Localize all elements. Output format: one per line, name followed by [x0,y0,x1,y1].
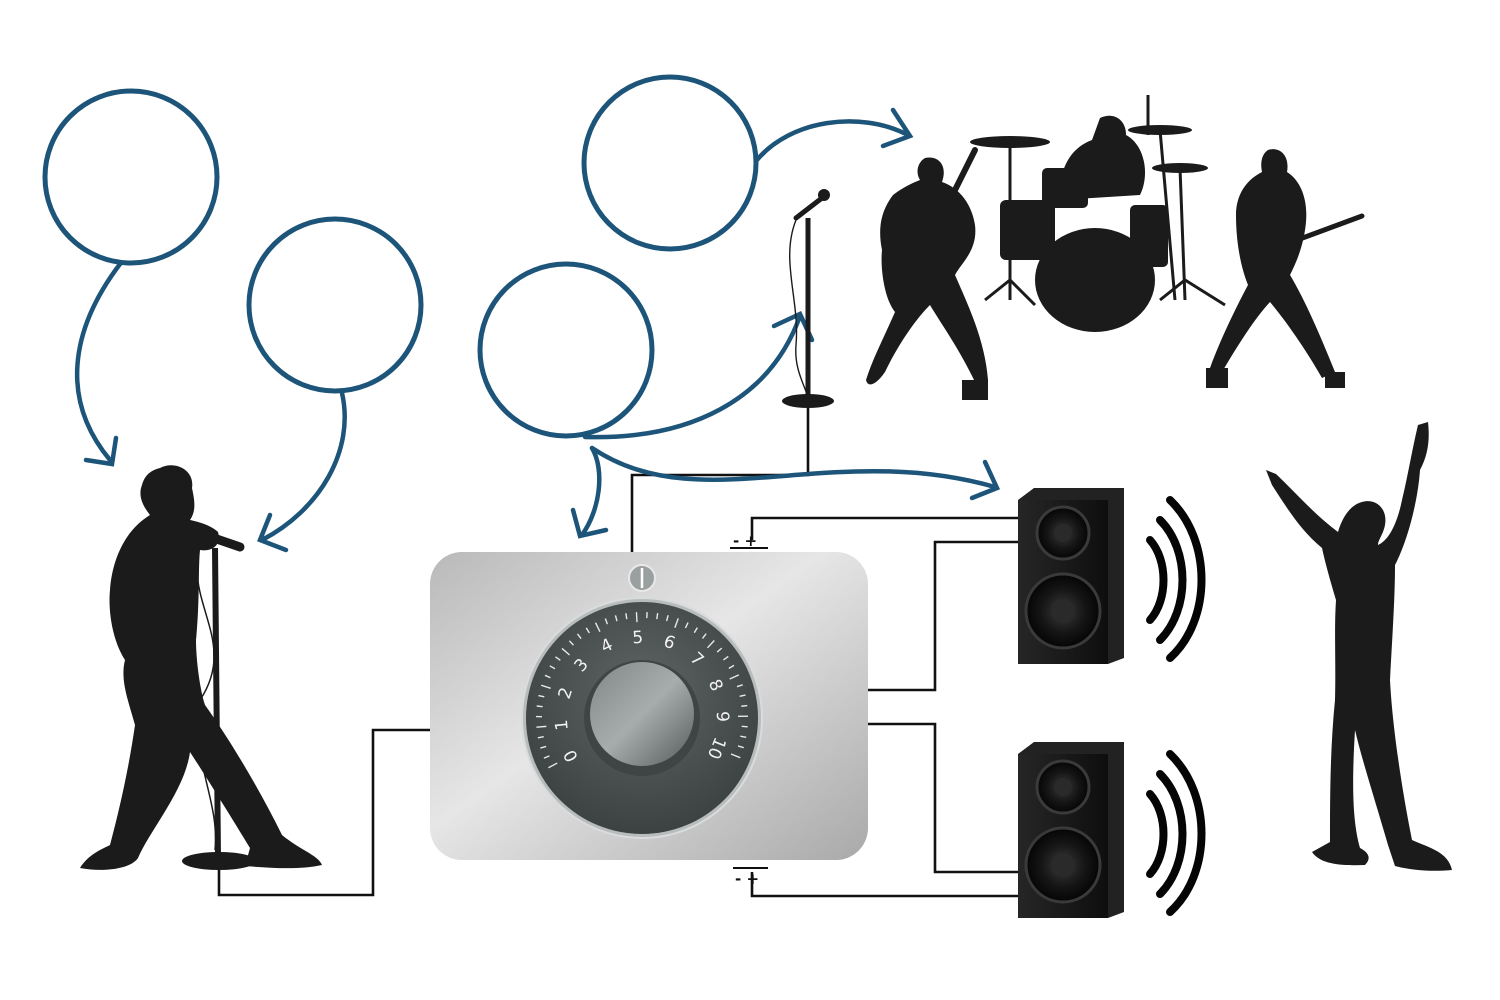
dial-tick [538,694,545,698]
dial-tick [723,655,729,661]
dial-tick [729,674,740,680]
dial-tick [701,633,707,639]
dial-tick [568,640,574,646]
dial-tick [543,755,550,759]
dial-tick [537,735,544,739]
bottom-polarity-marker: - + [733,867,768,888]
wire-amp-to-top-speaker [868,540,1018,692]
band-silhouette [866,95,1365,400]
dial-tick [561,647,571,656]
dial-tick-marks [535,612,748,769]
dial-tick [740,735,747,739]
speaker-icon [1018,742,1124,918]
dial-tick [614,615,618,622]
dial-tick [684,622,689,629]
dial-tick [540,745,547,749]
dial-tick [544,674,551,679]
arrow-to-band [754,107,914,163]
dial-tick [730,753,741,759]
sound-wave-icon [1146,496,1206,662]
stage-microphone-icon [782,189,834,408]
wires [217,408,1018,898]
guitarist-left-silhouette [866,147,988,400]
dial-tick-label: 9 [712,711,732,722]
bottom-polarity-label: - + [735,870,759,888]
dial-tick [728,664,735,669]
speaker-icon [1018,488,1124,664]
speaker-top [1018,488,1206,664]
label-circles [42,74,759,439]
dial-tick [674,618,679,629]
dial-tick-label: 1 [552,719,573,732]
dial-tick [737,745,744,749]
wire-amp-to-bottom-speaker [868,722,1018,874]
dial-tick [635,612,638,623]
dial-tick [536,725,547,728]
circle-center[interactable] [477,261,655,439]
dial-tick [549,665,556,670]
amplifier-indicator-icon [628,564,656,592]
arrow-to-speaker [589,445,1001,501]
circle-top-center[interactable] [581,74,759,252]
dial-tick [716,647,723,653]
dial-tick [625,613,628,620]
dial-tick [706,639,715,649]
wire-mic-to-amp [630,408,810,552]
dial-tick [665,615,669,622]
dial-tick [540,684,551,690]
dial-tick [585,627,590,634]
top-polarity-marker: - + [730,532,768,550]
circle-mid-left[interactable] [246,216,424,394]
dial-tick [548,762,558,769]
drum-kit-icon [970,95,1226,332]
dial-tick [536,705,543,708]
arrow-to-microphone [257,390,347,553]
fan-silhouette [1266,422,1452,871]
wire-top-speaker-polarity [750,516,1018,540]
dial-tick [604,618,609,625]
dial-tick [739,694,746,698]
singer-silhouette [80,465,322,870]
sound-wave-icon [1146,750,1206,916]
wire-singer-to-amp [217,728,430,897]
arrow-to-amplifier [570,445,609,539]
dial-tick [576,633,582,640]
dial-tick [736,684,743,688]
dial-tick [594,622,601,633]
circle-top-left[interactable] [42,88,220,266]
dial-tick [741,704,748,707]
arrow-to-singer-head [74,261,123,467]
volume-knob[interactable] [590,662,694,766]
dial-tick [555,656,561,661]
dial-tick-label: 5 [632,628,644,649]
dial-tick [656,613,659,620]
guitarist-right-silhouette [1206,149,1365,388]
wire-bottom-speaker-polarity [750,872,1018,898]
speaker-bottom [1018,742,1206,918]
dial-tick [693,627,698,634]
top-polarity-label: - + [733,532,757,550]
